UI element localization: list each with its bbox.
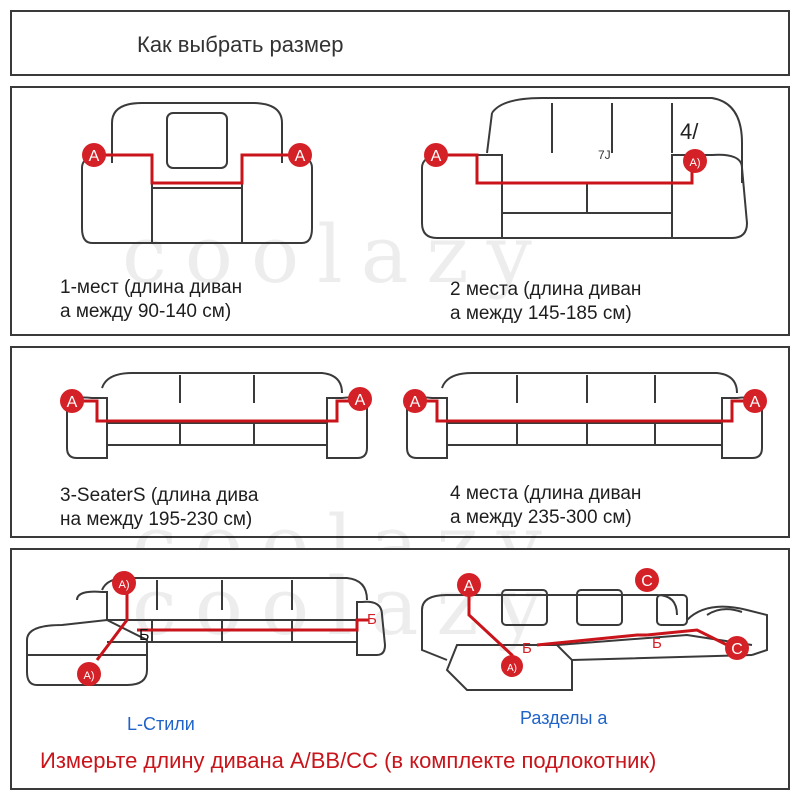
marker-a-left: A bbox=[82, 143, 106, 167]
marker-a-right: A) bbox=[683, 149, 707, 173]
marker-b-label: Б bbox=[139, 627, 150, 644]
marker-a-label: A bbox=[355, 392, 366, 409]
four-seat-caption: 4 места (длина диван а между 235-300 см) bbox=[450, 482, 641, 530]
marker-a-label: A bbox=[89, 148, 100, 165]
marker-a-right: A bbox=[743, 389, 767, 413]
marker-a-label: A) bbox=[84, 670, 95, 682]
two-seat-sofa-illustration: A A) 7J 4/ bbox=[421, 97, 749, 239]
marker-a-label: A bbox=[295, 148, 306, 165]
marker-a-right: A bbox=[348, 387, 372, 411]
marker-b-label: Б bbox=[367, 611, 377, 628]
panel-three-four-seat: coolazy A A 3-SeaterS (длина дива на меж… bbox=[10, 346, 790, 591]
page-title: Как выбрать размер bbox=[137, 32, 344, 57]
armchair-illustration: A A bbox=[81, 102, 313, 244]
marker-c-right: C bbox=[725, 636, 749, 660]
marker-a-label: A bbox=[67, 394, 78, 411]
marker-a-label: A) bbox=[690, 157, 701, 169]
marker-a-label: A) bbox=[507, 663, 517, 674]
four-seat-sofa-illustration: A A bbox=[403, 372, 767, 459]
marker-c-label: C bbox=[731, 641, 743, 658]
marker-a-left: A bbox=[403, 389, 427, 413]
footer-note: Измерьте длину дивана A/BB/CC (в комплек… bbox=[40, 748, 657, 773]
caption-line: 2 места (длина диван bbox=[450, 279, 642, 300]
two-seat-caption: 2 места (длина диван а между 145-185 см) bbox=[450, 278, 641, 326]
three-seat-sofa-illustration: A A bbox=[60, 372, 372, 459]
marker-a-label: A bbox=[431, 148, 442, 165]
sectional-sofa-illustration: A A) C C Б Б bbox=[421, 568, 768, 691]
sections-label: Разделы а bbox=[520, 708, 608, 728]
three-seat-caption: 3-SeaterS (длина дива на между 195-230 с… bbox=[60, 484, 258, 532]
marker-a-bottom: A) bbox=[77, 662, 101, 686]
marker-b-label: Б bbox=[522, 640, 532, 657]
caption-line: а между 90-140 см) bbox=[60, 301, 232, 322]
panel-one-two-seat: coolazy A A 1-мест (длина диван а между … bbox=[10, 86, 790, 336]
marker-a-top: A) bbox=[112, 571, 136, 595]
marker-a-label: A bbox=[410, 394, 421, 411]
marker-a-right: A bbox=[288, 143, 312, 167]
one-seat-caption: 1-мест (длина диван а между 90-140 см) bbox=[60, 276, 242, 324]
marker-a-label: A) bbox=[119, 579, 130, 591]
caption-line: 4 места (длина диван bbox=[450, 483, 642, 504]
l-style-sofa-illustration: A) A) Б Б bbox=[26, 571, 387, 686]
caption-line: а между 145-185 см) bbox=[450, 303, 632, 324]
title-panel: Как выбрать размер bbox=[10, 10, 790, 76]
caption-line: 3-SeaterS (длина дива bbox=[60, 485, 259, 506]
caption-line: а между 235-300 см) bbox=[450, 507, 632, 528]
marker-a-label: A bbox=[464, 578, 475, 595]
marker-a-left: A bbox=[60, 389, 84, 413]
note-7j: 7J bbox=[598, 148, 611, 162]
note-4: 4/ bbox=[680, 119, 699, 144]
marker-a-label: A bbox=[750, 394, 761, 411]
caption-line: 1-мест (длина диван bbox=[60, 277, 243, 298]
marker-a-bottom: A) bbox=[501, 655, 523, 677]
panel-l-style-sections: coolazy A) A) Б Б L-Стили bbox=[10, 548, 790, 790]
marker-a-top: A bbox=[457, 573, 481, 597]
marker-b-label: Б bbox=[652, 635, 662, 652]
caption-line: на между 195-230 см) bbox=[60, 509, 253, 530]
marker-c-top: C bbox=[635, 568, 659, 592]
l-style-label: L-Стили bbox=[127, 714, 195, 734]
marker-a-left: A bbox=[424, 143, 448, 167]
marker-c-label: C bbox=[641, 573, 653, 590]
